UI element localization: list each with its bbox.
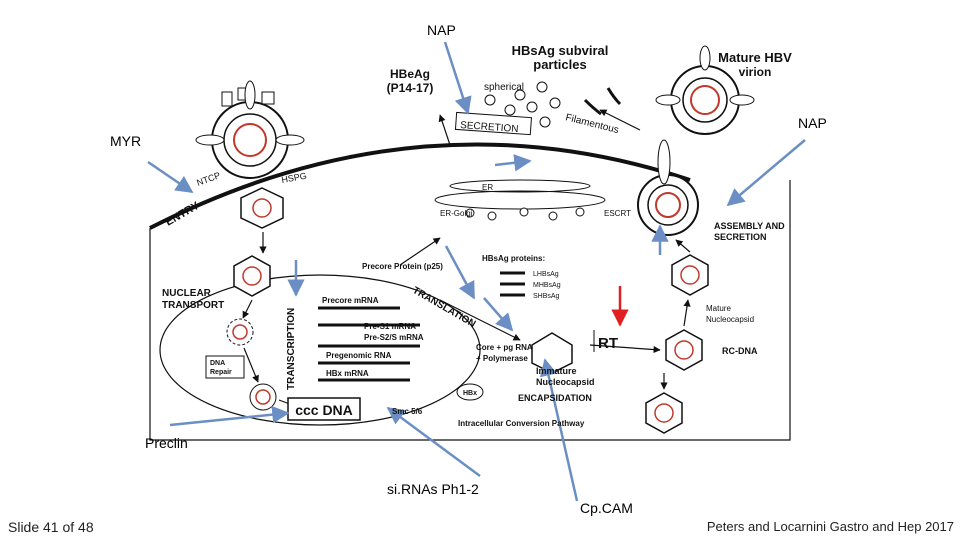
label-entry: ENTRY (164, 199, 203, 228)
label-dna-repair-1: DNA (210, 360, 225, 367)
label-core-pg-2: + Polymerase (476, 354, 528, 363)
label-intracellular: Intracellular Conversion Pathway (458, 419, 585, 428)
label-nuclear-1: NUCLEAR (162, 288, 212, 299)
label-mature-hbv: Mature HBV (718, 50, 792, 65)
label-transcription: TRANSCRIPTION (286, 308, 297, 390)
label-dna-repair-2: Repair (210, 369, 232, 376)
annotation-myr: MYR (110, 133, 142, 149)
label-shbsag: SHBsAg (533, 293, 560, 300)
pathway-arrows (242, 109, 691, 408)
secretion-box (454, 111, 532, 136)
capsid-cytoplasm (233, 255, 271, 297)
label-secretion: SECRETION (460, 120, 519, 135)
label-mature-nc-1: Mature (706, 304, 731, 313)
label-rt: RT (598, 335, 618, 352)
label-immature-1: Immature (536, 366, 577, 376)
label-hbx: HBx (463, 390, 477, 397)
capsid-entry (240, 187, 284, 229)
label-pregenomic: Pregenomic RNA (326, 351, 392, 360)
label-assembly-2: SECRETION (714, 232, 767, 242)
cell-outline (149, 180, 791, 441)
cell-membrane (149, 142, 691, 230)
label-virion: virion (739, 65, 772, 79)
label-er-golgi: ER-Golgi (440, 209, 473, 218)
label-hbx-mrna: HBx mRNA (326, 369, 369, 378)
label-pres1: Pre-S1 mRNA (364, 322, 416, 331)
er-golgi-stack (434, 179, 606, 210)
label-immature-2: Nucleocapsid (536, 377, 595, 387)
label-hspg: HSPG (281, 171, 308, 185)
label-precore-mrna: Precore mRNA (322, 296, 379, 305)
capsid-repair (249, 383, 277, 411)
label-hbeag: HBeAg (390, 67, 430, 81)
label-hbsag-subviral: HBsAg subviral (512, 43, 609, 58)
annotation-nap-top: NAP (427, 22, 456, 38)
label-spherical: spherical (484, 82, 524, 93)
annotation-sirnas: si.RNAs Ph1-2 (387, 481, 479, 497)
label-mature-nc-2: Nucleocapsid (706, 315, 754, 324)
label-p14-17: (P14-17) (387, 81, 434, 95)
label-mhbsag: MHBsAg (533, 282, 561, 289)
drug-target-arrows (147, 41, 806, 502)
citation: Peters and Locarnini Gastro and Hep 2017 (706, 519, 954, 534)
label-pres2: Pre-S2/S mRNA (364, 333, 424, 342)
dna-repair-box (205, 355, 245, 379)
capsid-right-column (645, 254, 709, 434)
virion-entering (195, 80, 305, 179)
mature-virion (655, 45, 755, 135)
label-encapsidation: ENCAPSIDATION (518, 393, 592, 403)
label-escrt: ESCRT (604, 209, 631, 218)
label-precore-protein: Precore Protein (p25) (362, 262, 443, 271)
capsid-nuclear (226, 318, 254, 346)
label-assembly-1: ASSEMBLY AND (714, 221, 785, 231)
budding-virion (637, 139, 699, 236)
mrna-bars (318, 306, 420, 382)
annotation-nap-right: NAP (798, 115, 827, 131)
slide-number: Slide 41 of 48 (8, 519, 94, 535)
label-rc-dna: RC-DNA (722, 346, 758, 356)
label-core-pg-1: Core + pg RNA (476, 343, 533, 352)
label-cccdna: ccc DNA (295, 402, 353, 418)
subviral-particles (465, 81, 622, 221)
hbx-ellipse (456, 383, 484, 401)
label-translation: TRANSLATION (411, 285, 478, 330)
label-lhbsag: LHBsAg (533, 271, 559, 278)
hbsag-bars (500, 271, 525, 297)
label-smc: Smc 5/6 (392, 407, 423, 416)
label-particles: particles (533, 57, 586, 72)
annotation-cpcam: Cp.CAM (580, 500, 633, 516)
annotation-preclin: Preclin (145, 435, 188, 451)
label-ntcp: NTCP (195, 170, 221, 188)
label-hbsag-proteins: HBsAg proteins: (482, 254, 545, 263)
label-er: ER (482, 183, 493, 192)
label-nuclear-2: TRANSPORT (162, 300, 224, 311)
nucleus (159, 274, 481, 426)
